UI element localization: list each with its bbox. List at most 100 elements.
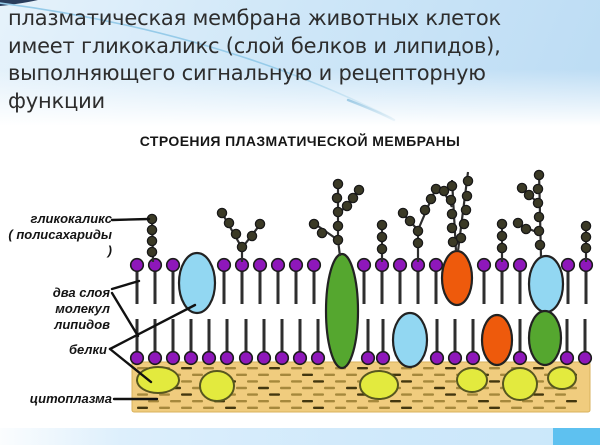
lipid-head <box>292 350 308 366</box>
chain-bead <box>412 237 424 249</box>
label-bilayer-line2: молекул липидов <box>54 301 110 332</box>
cytoplasm-hatch-dash <box>137 406 148 409</box>
cytoplasm-hatch-dash <box>357 367 368 370</box>
lipid-head <box>201 350 217 366</box>
cytoplasm-hatch-dash <box>269 380 280 383</box>
cytoplasm-hatch-dash <box>269 406 280 409</box>
glycocalyx-chain <box>146 213 158 263</box>
cytoplasm-hatch-dash <box>412 400 423 403</box>
cytoplasm-hatch-dash <box>280 373 291 376</box>
cytoplasm-hatch-dash <box>335 393 346 396</box>
lipid-head <box>238 350 254 366</box>
glycocalyx-chain <box>580 220 592 262</box>
cytoplasm-hatch-dash <box>533 406 544 409</box>
cytoplasm-hatch-dash <box>346 386 357 390</box>
cytoplasm-hatch-dash <box>346 373 357 376</box>
chain-bead <box>446 208 458 220</box>
peripheral-protein-blob <box>547 366 577 390</box>
chain-bead <box>496 230 508 242</box>
chain-bead <box>332 234 344 246</box>
cytoplasm-hatch-dash <box>269 393 280 396</box>
chain-bead <box>455 232 467 244</box>
lipid-head <box>375 350 391 366</box>
chain-bead <box>347 192 359 204</box>
cytoplasm-hatch-dash <box>379 367 390 370</box>
cytoplasm-hatch-dash <box>291 393 302 396</box>
chain-bead <box>332 178 344 190</box>
peripheral-protein-blob <box>502 367 538 401</box>
lipid-head <box>512 257 528 273</box>
chain-bead <box>341 200 353 212</box>
label-glycocalyx: гликокаликс ( полисахариды ) <box>4 211 112 259</box>
chain-bead <box>580 242 592 254</box>
cytoplasm-hatch-dash <box>181 393 192 396</box>
protein-blue-right <box>527 254 565 314</box>
chain-bead <box>397 207 409 219</box>
paragraph-line: имеет гликокаликс (слой белков и липидов… <box>8 33 501 58</box>
bottom-bar-accent <box>553 428 600 445</box>
cytoplasm-hatch-dash <box>368 400 379 403</box>
cytoplasm-hatch-dash <box>434 373 445 376</box>
chain-bead <box>216 207 228 219</box>
cytoplasm-hatch-dash <box>500 400 511 403</box>
chain-bead <box>331 192 343 204</box>
chain-link <box>221 212 243 249</box>
cytoplasm-hatch-dash <box>324 373 335 376</box>
glycocalyx-chain <box>496 218 508 262</box>
chain-bead <box>460 204 472 216</box>
glycocalyx-chain <box>376 219 388 262</box>
lipid-head <box>356 257 372 273</box>
cytoplasm-hatch-dash <box>533 393 544 396</box>
protein-green-right <box>527 309 563 367</box>
paragraph-line: выполняющего сигнальную и рецепторную <box>8 61 486 85</box>
chain-bead <box>446 180 458 192</box>
lipid-bottom-row <box>129 319 593 366</box>
label-pointer-line <box>110 291 140 338</box>
cytoplasm-hatch-dash <box>159 406 170 409</box>
chain-bead <box>412 225 424 237</box>
lipid-head <box>147 350 163 366</box>
label-pointer-line <box>108 347 153 384</box>
chain-bead <box>376 243 388 255</box>
cytoplasm-hatch-dash <box>522 400 533 403</box>
cytoplasm-hatch-dash <box>291 367 302 370</box>
lipid-head <box>129 350 145 366</box>
lipid-head <box>428 257 444 273</box>
chain-bead <box>445 194 457 206</box>
label-cytoplasm: цитоплазма <box>29 391 112 406</box>
chain-bead <box>496 218 508 230</box>
bottom-bar <box>0 428 600 445</box>
cytoplasm-hatch-dash <box>247 393 258 396</box>
peripheral-protein-blob <box>359 370 399 400</box>
chain-bead <box>438 185 450 197</box>
cytoplasm-hatch-dash <box>236 400 247 403</box>
cytoplasm-hatch-dash <box>445 393 456 396</box>
lipid-head <box>512 350 528 366</box>
chain-bead <box>425 193 437 205</box>
cytoplasm-hatch-dash <box>181 406 192 409</box>
chain-bead <box>332 206 344 218</box>
lipid-head <box>256 350 272 366</box>
cytoplasm-hatch-dash <box>247 367 258 370</box>
label-lipid-bilayer: два слоя молекул липидов <box>0 285 110 333</box>
protein-blue-bottom <box>391 311 429 369</box>
cytoplasm-hatch-dash <box>137 393 148 396</box>
label-pointer-line <box>110 279 141 291</box>
cytoplasm-hatch-dash <box>247 380 258 383</box>
membrane-proteins <box>177 249 565 370</box>
cytoplasm-hatch-dash <box>313 367 324 370</box>
cytoplasm-hatch-dash <box>346 400 357 403</box>
cytoplasm-hatch-dash <box>170 400 181 403</box>
cytoplasm-hatch-dash <box>423 380 434 383</box>
cytoplasm-hatch-dash <box>423 406 434 409</box>
cytoplasm-hatch-dash <box>533 367 544 370</box>
glycocalyx-chain <box>438 171 474 252</box>
label-bilayer-line1: два слоя <box>52 285 110 300</box>
cytoplasm-hatch-dash <box>148 400 159 403</box>
lipid-head <box>429 350 445 366</box>
lipid-head <box>360 350 376 366</box>
cytoplasm-hatch-dash <box>159 393 170 396</box>
chain-bead <box>404 215 416 227</box>
cytoplasm-hatch-dash <box>324 400 335 403</box>
chain-bead <box>512 217 524 229</box>
